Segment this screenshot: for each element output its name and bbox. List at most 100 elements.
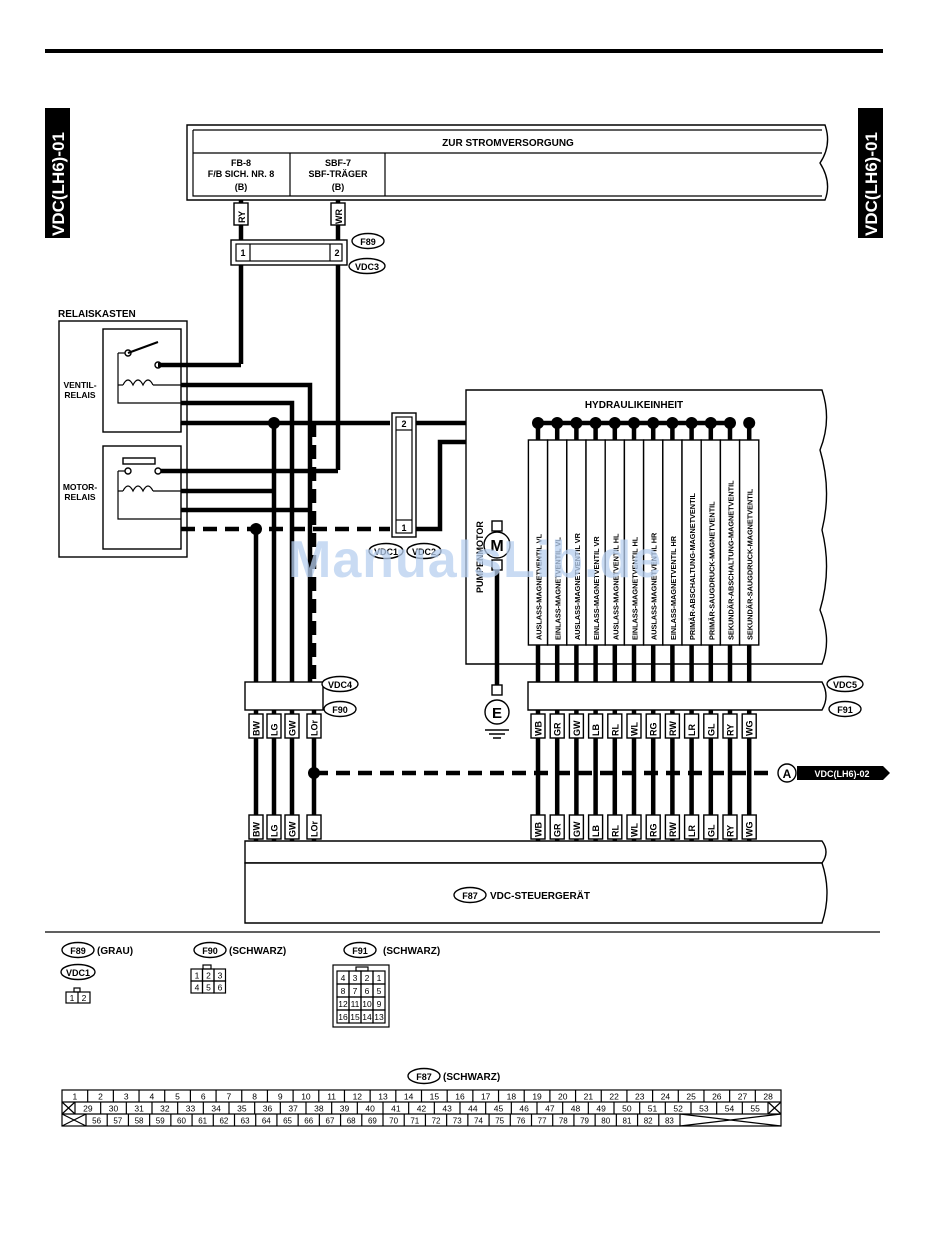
f87-pin: 79 [580, 1117, 589, 1126]
f87-pin: 81 [623, 1117, 632, 1126]
legend-vdc1: VDC1 [66, 968, 90, 978]
f87-pin: 60 [177, 1117, 186, 1126]
label-f87: F87 [462, 891, 478, 901]
f91-pin: 5 [377, 986, 382, 996]
connector-f89-vdc3: 1 2 F89 VDC3 [230, 232, 386, 275]
ecu-wire-color-wb-text: WB [534, 822, 544, 837]
legend-vdc1-pin2: 2 [82, 993, 87, 1003]
ref-a-symbol: A [783, 767, 792, 781]
wire-color-rl-text: RL [610, 724, 620, 736]
fuse2-line1: SBF-7 [325, 158, 351, 168]
valve-label: PRIMÄR-SAUGDRUCK-MAGNETVENTIL [707, 501, 716, 640]
legend-f91-color: (SCHWARZ) [383, 946, 440, 957]
valve-label: EINLASS-MAGNETVENTIL VR [592, 536, 601, 640]
f87-pin: 7 [227, 1092, 232, 1102]
connector-vdc5-f91: VDC5 F91 [527, 675, 864, 718]
f87-pin: 14 [404, 1092, 414, 1102]
ground-symbol: E [492, 705, 502, 722]
ecu-label: VDC-STEUERGERÄT [490, 889, 590, 902]
legend-f90-color: (SCHWARZ) [229, 946, 286, 957]
f87-pin: 20 [558, 1092, 568, 1102]
side-tab-left [45, 108, 70, 238]
f87-pin: 68 [347, 1117, 356, 1126]
wire-color-rl [607, 713, 623, 739]
fuse2-line2: SBF-TRÄGER [309, 169, 368, 179]
f87-pin: 82 [644, 1117, 653, 1126]
f91-pin: 4 [341, 973, 346, 983]
wire-label-wr [330, 202, 346, 226]
f87-pin: 43 [442, 1104, 452, 1114]
f90-pin: 3 [218, 971, 223, 981]
f87-pin: 65 [283, 1117, 292, 1126]
f87-pin: 53 [699, 1104, 709, 1114]
f87-pin: 5 [175, 1092, 180, 1102]
wire-color-wb-text: WB [534, 721, 544, 736]
ecu-wire-color-gl [703, 814, 719, 840]
f87-pin: 76 [516, 1117, 525, 1126]
ecu-wire-color-gw [284, 814, 300, 840]
f87-pin: 30 [109, 1104, 119, 1114]
ecu-wire-color-bw [248, 814, 264, 840]
relay-box: VENTIL- RELAIS MOTOR- RELAIS [58, 320, 241, 558]
relay-box-title: RELAISKASTEN [58, 309, 136, 320]
f87-pin: 55 [750, 1104, 760, 1114]
f87-pin: 32 [160, 1104, 170, 1114]
legend-f87: F87 [416, 1072, 432, 1082]
ecu-wire-color-lb [587, 814, 604, 840]
valve-relay [102, 328, 182, 433]
valve-label: AUSLASS-MAGNETVENTIL HR [650, 532, 659, 640]
ecu-wire-color-wb [530, 814, 546, 840]
f87-pin: 39 [340, 1104, 350, 1114]
legend-f91: F91 [352, 946, 368, 956]
wire-label-ry [233, 202, 249, 226]
wire-color-bw-text: BW [252, 721, 262, 736]
ecu-wire-color-wg-text: WG [745, 822, 755, 838]
wire-color-wg-text: WG [745, 721, 755, 737]
ecu-wire-color-lg [266, 814, 282, 840]
valve-relay-label-2: RELAIS [64, 390, 96, 400]
f87-pin: 15 [430, 1092, 440, 1102]
f87-pin: 23 [635, 1092, 645, 1102]
wire-color-rg [645, 713, 661, 739]
wire-color-wl-text: WL [630, 722, 640, 736]
f87-pin: 63 [241, 1117, 250, 1126]
wire-color-rw [664, 713, 681, 739]
f87-pin: 9 [278, 1092, 283, 1102]
power-title: ZUR STROMVERSORGUNG [442, 138, 574, 149]
f87-pin: 22 [609, 1092, 619, 1102]
svg-text:1: 1 [401, 523, 406, 533]
label-vdc1: VDC1 [374, 547, 398, 557]
f87-pin: 46 [519, 1104, 529, 1114]
svg-text:2: 2 [334, 248, 339, 258]
wire-color-wg [741, 713, 757, 739]
f87-pin: 80 [601, 1117, 610, 1126]
ecu-wire-color-rg [645, 814, 661, 840]
side-label-right: VDC(LH6)-01 [862, 132, 881, 236]
f87-pin: 50 [622, 1104, 632, 1114]
f87-pin: 35 [237, 1104, 247, 1114]
f87-pin: 44 [468, 1104, 478, 1114]
f87-pin: 58 [135, 1117, 144, 1126]
motor-relay-label-2: RELAIS [64, 492, 96, 502]
wire-color-gw [284, 713, 300, 739]
connector-vdc1-vdc2: 2 1 VDC1 VDC2 [368, 412, 442, 560]
ecu-wire-color-lb-text: LB [591, 825, 601, 837]
ecu-wire-color-gw [568, 814, 585, 840]
ecu-wire-color-rl [607, 814, 623, 840]
f87-pin: 11 [327, 1092, 336, 1102]
ref-a-arrow [797, 766, 890, 780]
f87-pin: 51 [648, 1104, 658, 1114]
ecu-wire-color-wg [741, 814, 757, 840]
valve-label: SEKUNDÄR-SAUGDRUCK-MAGNETVENTIL [746, 488, 755, 640]
f87-pin: 45 [494, 1104, 504, 1114]
left-wire-group: 6BWBW104LGLG225GWGW471LOrLOr27 [246, 682, 324, 863]
f87-pin: 74 [474, 1117, 483, 1126]
f91-pin: 6 [365, 986, 370, 996]
f87-pin: 4 [150, 1092, 155, 1102]
f87-pin: 24 [661, 1092, 671, 1102]
side-tab-right [858, 108, 883, 238]
motor-symbol: M [490, 538, 503, 555]
f87-pin: 12 [353, 1092, 363, 1102]
valve-label: AUSLASS-MAGNETVENTIL VR [573, 532, 582, 640]
f91-pin: 14 [362, 1012, 372, 1022]
